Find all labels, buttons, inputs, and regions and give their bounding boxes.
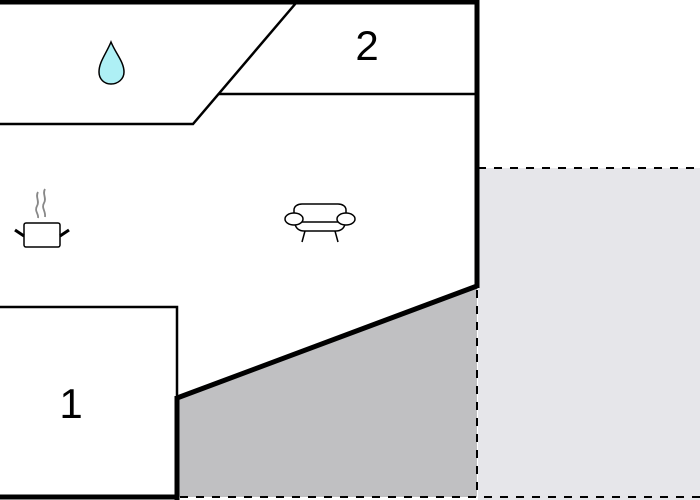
wall-diagonal: [176, 283, 478, 401]
room-1-label: 1: [59, 380, 83, 427]
sofa-icon: [284, 203, 356, 243]
room-2-label: 2: [355, 22, 379, 69]
exterior-area: [478, 168, 700, 500]
bathroom-wall: [0, 2, 297, 126]
water-drop-icon: [98, 40, 125, 85]
room1-wall: [0, 305, 179, 397]
terrace-area: [178, 286, 477, 497]
cooking-pot-icon: [14, 188, 70, 248]
